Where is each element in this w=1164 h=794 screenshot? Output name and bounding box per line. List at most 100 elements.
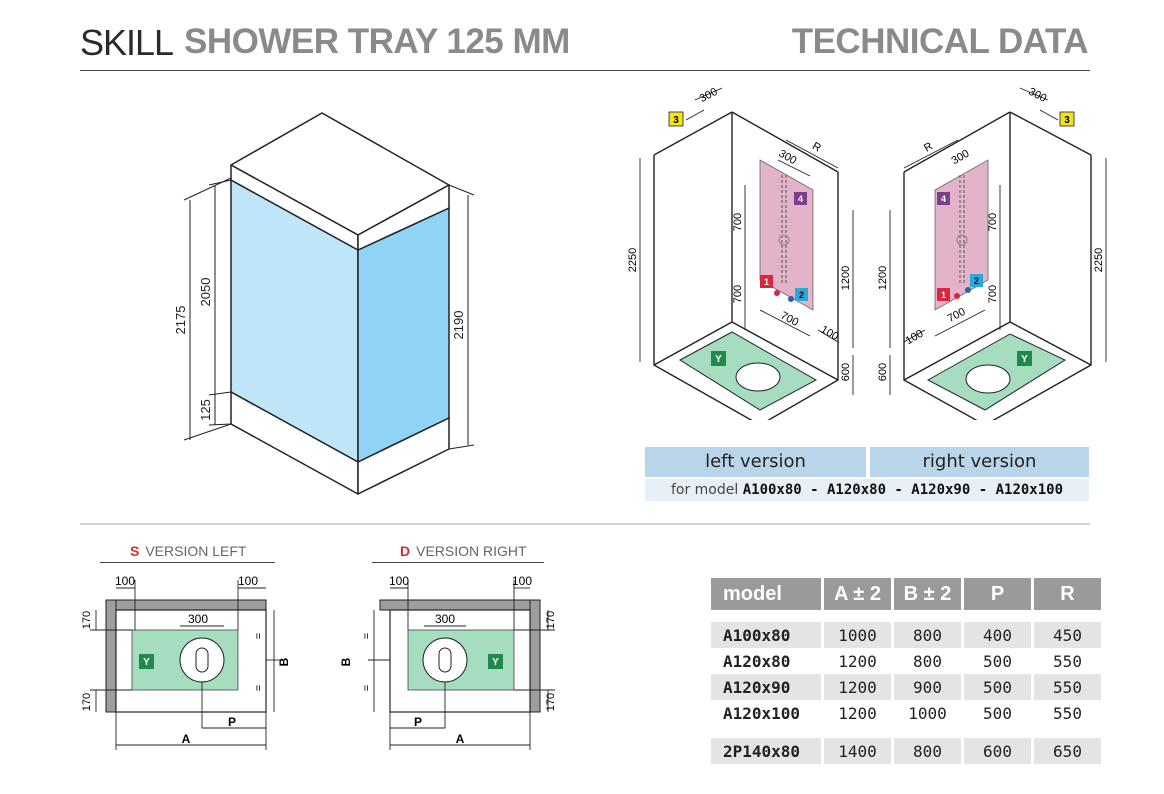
cell-p: 600	[964, 738, 1031, 764]
plan-left-title: VERSION LEFT	[145, 543, 247, 559]
dim-170-top: 170	[81, 611, 93, 629]
dim-b: B	[340, 657, 353, 666]
dim-170-bottom: 170	[545, 693, 557, 711]
brand-name: SKILL	[80, 22, 174, 63]
dim-b: B	[277, 657, 291, 666]
dim-700-upper: 700	[987, 213, 999, 231]
cell-model: A120x100	[723, 703, 801, 723]
dim-600: 600	[840, 363, 852, 381]
dim-2050: 2050	[198, 278, 213, 307]
dim-2175: 2175	[173, 306, 188, 335]
product-title: SHOWER TRAY 125 MM	[184, 22, 570, 61]
dim-r: R	[810, 140, 823, 154]
cell-r: 550	[1053, 651, 1082, 671]
section-divider	[80, 523, 1090, 525]
cell-model: A100x80	[711, 622, 821, 648]
cell-p: 500	[983, 703, 1012, 723]
dim-700-bottom: 700	[778, 310, 800, 329]
cell-r: 550	[1053, 703, 1082, 723]
col-r: R	[1034, 578, 1101, 610]
cabin-isometric-drawing: 2175 2050 125 2190	[173, 112, 475, 495]
cell-a: 1000	[824, 622, 891, 648]
plan-right-title: VERSION RIGHT	[416, 543, 527, 559]
dim-700-lower: 700	[732, 285, 744, 303]
dim-r: R	[922, 140, 935, 154]
dim-2250: 2250	[1093, 248, 1105, 272]
cell-model: A120x80	[723, 651, 791, 671]
equal-upper: =	[253, 633, 265, 639]
badge-4: 4	[798, 194, 803, 204]
dim-1200: 1200	[840, 266, 852, 290]
dim-1200: 1200	[877, 266, 889, 290]
badge-2: 2	[799, 290, 804, 300]
col-model: model	[711, 578, 821, 610]
dim-a: A	[456, 732, 465, 746]
cell-a: 1200	[824, 674, 891, 700]
col-p: P	[964, 578, 1031, 610]
table-row: A100x80 1000 800 400 450	[711, 622, 1101, 648]
dim-p: P	[228, 715, 236, 729]
cell-r: 550	[1034, 674, 1101, 700]
cell-model: 2P140x80	[711, 738, 821, 764]
cell-a: 1200	[838, 703, 877, 723]
badge-2: 2	[974, 276, 979, 286]
dim-700-lower: 700	[987, 285, 999, 303]
cell-r: 650	[1034, 738, 1101, 764]
dim-100-right: 100	[512, 574, 532, 588]
dim-170-top: 170	[545, 611, 557, 629]
dim-2190: 2190	[451, 311, 466, 340]
cell-b: 800	[894, 622, 961, 648]
equal-lower: =	[253, 685, 265, 691]
cell-b: 900	[894, 674, 961, 700]
cell-p: 500	[983, 651, 1012, 671]
cell-a: 1200	[838, 651, 877, 671]
plan-right-rule	[372, 562, 544, 563]
badge-y: Y	[715, 354, 722, 365]
models-list: A100x80 - A120x80 - A120x90 - A120x100	[742, 482, 1064, 498]
dim-300-top: 300	[698, 86, 720, 105]
col-b: B ± 2	[894, 578, 961, 610]
badge-3: 3	[1064, 115, 1070, 126]
cell-r: 450	[1034, 622, 1101, 648]
cell-p: 400	[964, 622, 1031, 648]
table-row: A120x100 1200 1000 500 550	[711, 700, 1101, 726]
cell-b: 800	[913, 651, 942, 671]
dim-700-bottom: 700	[946, 306, 968, 325]
models-prefix: for model	[670, 482, 739, 498]
dim-p: P	[414, 715, 422, 729]
dim-100-left: 100	[389, 574, 409, 588]
dim-300-top: 300	[1026, 86, 1048, 105]
badge-3: 3	[673, 115, 679, 126]
installation-right-drawing: 3 4 1 2 Y 300 300 R 2250 700 700 700 120…	[877, 86, 1107, 420]
table-row: A120x80 1200 800 500 550	[711, 648, 1101, 674]
badge-y: Y	[1021, 354, 1028, 365]
dim-170-bottom: 170	[81, 693, 93, 711]
dim-300: 300	[188, 612, 208, 626]
plan-left-drawing: Y 100 100 300 170 170 = = B P A	[81, 574, 291, 750]
cell-b: 800	[894, 738, 961, 764]
table-row: 2P140x80 1400 800 600 650	[711, 738, 1101, 764]
badge-1: 1	[941, 290, 946, 300]
dim-125: 125	[198, 399, 213, 421]
plan-right-drawing: Y 100 100 300 170 170 = = B P A	[340, 574, 557, 750]
equal-lower: =	[361, 685, 373, 691]
models-caption: for model A100x80 - A120x80 - A120x90 - …	[645, 479, 1089, 501]
dim-700-upper: 700	[732, 213, 744, 231]
dim-100-left: 100	[115, 574, 135, 588]
cell-model: A120x90	[711, 674, 821, 700]
installation-left-drawing: 3 4 1 2 Y 300 300 R 2250 700 700 700 120…	[627, 86, 854, 420]
dim-100: 100	[819, 324, 841, 344]
badge-4: 4	[941, 194, 946, 204]
badge-1: 1	[764, 277, 769, 287]
right-version-label: right version	[870, 447, 1089, 477]
badge-y: Y	[492, 657, 499, 668]
header-divider	[80, 70, 1090, 71]
section-title: TECHNICAL DATA	[791, 22, 1089, 61]
dim-300: 300	[435, 612, 455, 626]
plan-left-rule	[100, 562, 275, 563]
cell-b: 1000	[908, 703, 947, 723]
dim-2250: 2250	[627, 248, 639, 272]
spec-table: model A ± 2 B ± 2 P R A100x80 1000 800 4…	[708, 578, 1104, 764]
dim-100: 100	[904, 328, 926, 348]
